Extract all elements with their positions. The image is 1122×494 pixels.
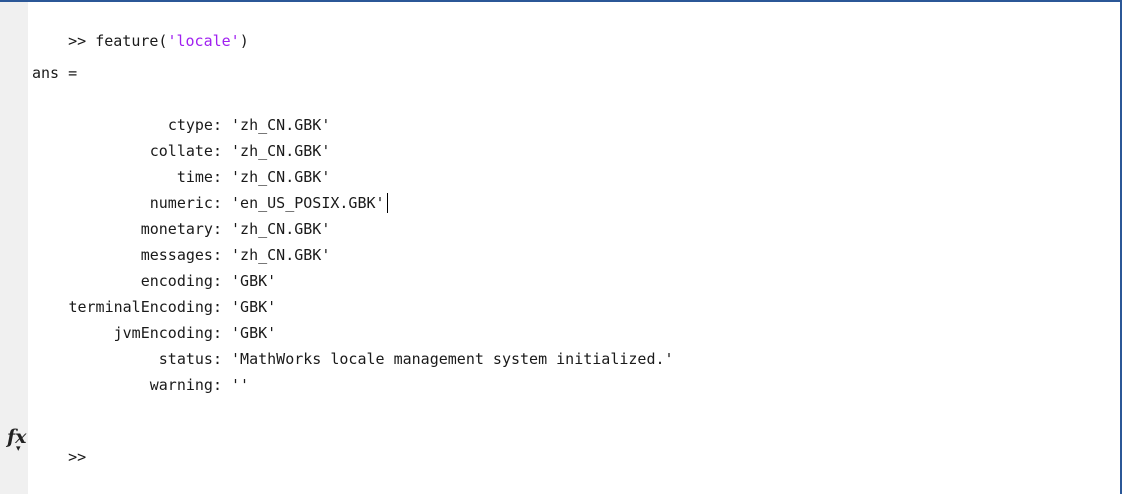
struct-field-row: terminalEncoding: 'GBK' [32,297,276,317]
field-value: 'MathWorks locale management system init… [231,350,674,368]
command-function: feature( [95,32,168,50]
struct-field-row: monetary: 'zh_CN.GBK' [32,219,331,239]
struct-field-row: numeric: 'en_US_POSIX.GBK' [32,193,388,213]
field-value: 'GBK' [231,272,277,290]
struct-field-row: collate: 'zh_CN.GBK' [32,141,331,161]
field-name: encoding: [140,272,222,290]
struct-field-row: time: 'zh_CN.GBK' [32,167,331,187]
command-close: ) [239,32,249,50]
struct-field-row: messages: 'zh_CN.GBK' [32,245,331,265]
field-value: '' [231,376,250,394]
command-line: >> feature('locale') [32,11,249,50]
field-value: 'zh_CN.GBK' [231,220,331,238]
struct-field-row: warning: '' [32,375,249,395]
field-name: collate: [149,142,222,160]
struct-field-row: status: 'MathWorks locale management sys… [32,349,674,369]
field-value: 'zh_CN.GBK' [231,168,331,186]
struct-field-row: jvmEncoding: 'GBK' [32,323,277,343]
field-value: 'zh_CN.GBK' [231,246,331,264]
struct-field-row: encoding: 'GBK' [32,271,276,291]
text-cursor [386,193,388,213]
function-browser-icon[interactable]: fx [7,426,27,448]
command-window-gutter [0,2,28,494]
command-input[interactable]: >> [32,427,86,466]
field-value: 'GBK' [231,324,277,342]
struct-field-row: ctype: 'zh_CN.GBK' [32,115,331,135]
field-value: 'zh_CN.GBK' [231,142,331,160]
field-name: time: [176,168,222,186]
field-name: ctype: [167,116,222,134]
field-value: 'zh_CN.GBK' [231,116,331,134]
field-name: numeric: [149,194,222,212]
prompt: >> [68,32,87,50]
ans-label: ans = [32,64,78,82]
field-name: status: [158,350,222,368]
next-prompt: >> [68,448,87,466]
field-name: messages: [140,246,222,264]
field-name: terminalEncoding: [68,298,222,316]
field-name: jvmEncoding: [113,324,222,342]
command-argument: 'locale' [167,32,240,50]
field-value: 'GBK' [231,298,277,316]
field-name: warning: [149,376,222,394]
field-name: monetary: [140,220,222,238]
chevron-down-icon[interactable]: ▾ [16,444,21,454]
field-value: 'en_US_POSIX.GBK' [231,194,385,212]
